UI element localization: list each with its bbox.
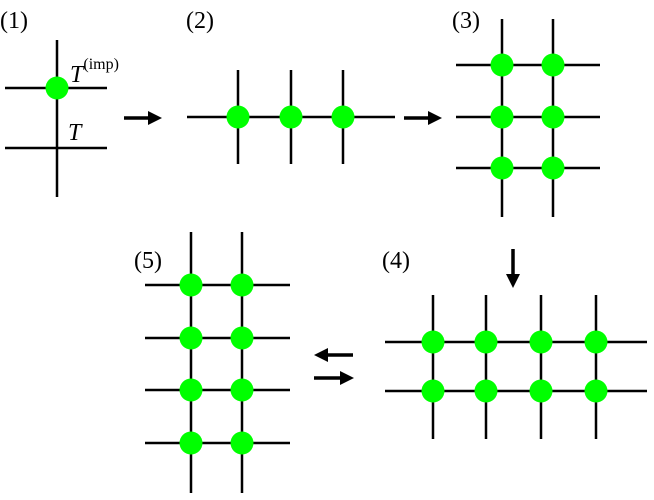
tensor-node — [541, 156, 565, 180]
tensor-node — [490, 105, 514, 129]
tensor-node — [331, 105, 355, 129]
panel-label-4: (4) — [382, 248, 410, 274]
tensor-node — [179, 431, 203, 455]
tensor-node — [421, 379, 445, 403]
impurity-tensor-node — [45, 76, 69, 100]
tensor-node — [230, 378, 254, 402]
tensor-node — [179, 273, 203, 297]
arrow-down-3-to-4 — [506, 249, 520, 288]
tensor-node — [279, 105, 303, 129]
tensor-node — [584, 330, 608, 354]
tensor-node — [490, 53, 514, 77]
panel-label-3: (3) — [452, 8, 480, 34]
tensor-node — [179, 378, 203, 402]
arrow-right-5-to-4 — [314, 371, 354, 385]
panel-label-5: (5) — [134, 248, 162, 274]
impurity-tensor-label: T(imp) — [70, 56, 119, 88]
arrow-right-1-to-2 — [124, 111, 162, 125]
panel-4-network — [385, 295, 647, 439]
tensor-node — [474, 330, 498, 354]
arrow-left-4-to-5 — [314, 348, 353, 362]
tensor-node — [490, 156, 514, 180]
panel-label-2: (2) — [186, 8, 214, 34]
tensor-node — [474, 379, 498, 403]
panel-3-network — [456, 19, 600, 217]
tensor-node — [584, 379, 608, 403]
tensor-node — [230, 326, 254, 350]
tensor-node — [226, 105, 250, 129]
tensor-node — [529, 379, 553, 403]
tensor-node — [541, 53, 565, 77]
impurity-tensor-superscript: (imp) — [83, 56, 119, 73]
tensor-node — [230, 431, 254, 455]
tensor-node — [421, 330, 445, 354]
arrow-right-2-to-3 — [404, 111, 442, 125]
tensor-node — [230, 273, 254, 297]
tensor-node — [179, 326, 203, 350]
panel-1-network: T(imp) T — [5, 40, 119, 197]
tensor-node — [529, 330, 553, 354]
panel-label-1: (1) — [0, 8, 28, 34]
impurity-tensor-base: T — [70, 62, 85, 88]
tensor-node — [541, 105, 565, 129]
panel-5-network — [145, 232, 290, 493]
pure-tensor-label: T — [68, 120, 83, 146]
panel-2-network — [187, 70, 395, 164]
